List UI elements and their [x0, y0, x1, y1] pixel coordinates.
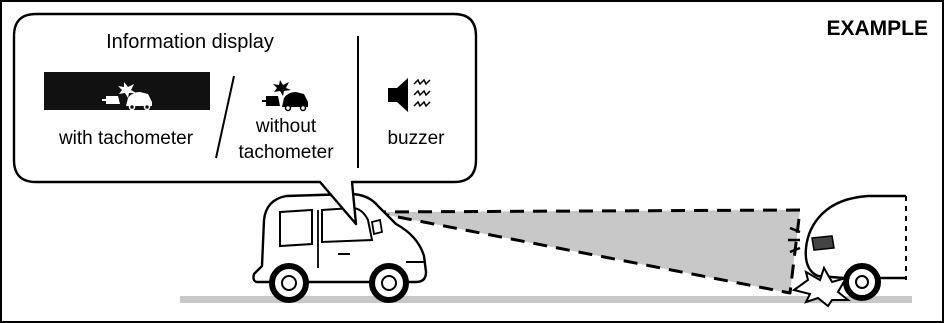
- with-tachometer-label: with tachometer: [58, 128, 194, 149]
- example-label: EXAMPLE: [826, 17, 928, 40]
- buzzer-label: buzzer: [387, 128, 445, 149]
- without-tachometer-label-line1: without: [255, 116, 317, 137]
- information-display-title: Information display: [106, 31, 274, 53]
- without-tachometer-label-line2: tachometer: [238, 142, 334, 163]
